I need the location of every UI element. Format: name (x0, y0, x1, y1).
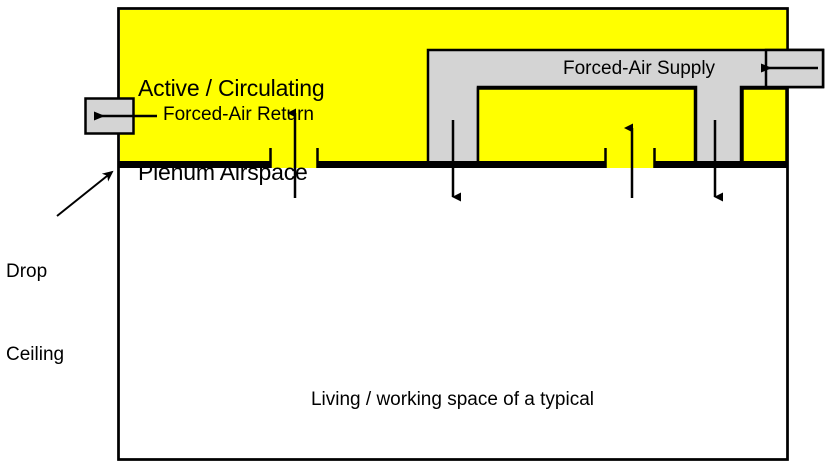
forced-air-return-label: Forced-Air Return (163, 104, 314, 125)
plenum-title-line-1: Active / Circulating (138, 75, 325, 102)
plenum-top-region (120, 10, 787, 49)
drop-ceiling-label-line-2: Ceiling (6, 343, 65, 365)
room-label-line-1: Living / working space of a typical (310, 389, 595, 411)
plenum-cavity-under-duct-2 (476, 87, 697, 166)
return-register-right-gap (605, 161, 655, 168)
drop-ceiling-label-line-1: Drop (6, 261, 48, 283)
plenum-title-line-2: Plenum Airspace (138, 159, 308, 186)
forced-air-supply-label: Forced-Air Supply (563, 58, 716, 79)
plenum-pocket-right-2 (741, 87, 788, 166)
room-label: Living / working space of a typical comm… (118, 310, 787, 468)
plenum-title: Active / Circulating Plenum Airspace (138, 18, 325, 242)
building-outline-overlay (117, 7, 789, 461)
drop-ceiling-label: Drop Ceiling (6, 203, 64, 423)
drop-ceiling-leader (56, 170, 114, 217)
